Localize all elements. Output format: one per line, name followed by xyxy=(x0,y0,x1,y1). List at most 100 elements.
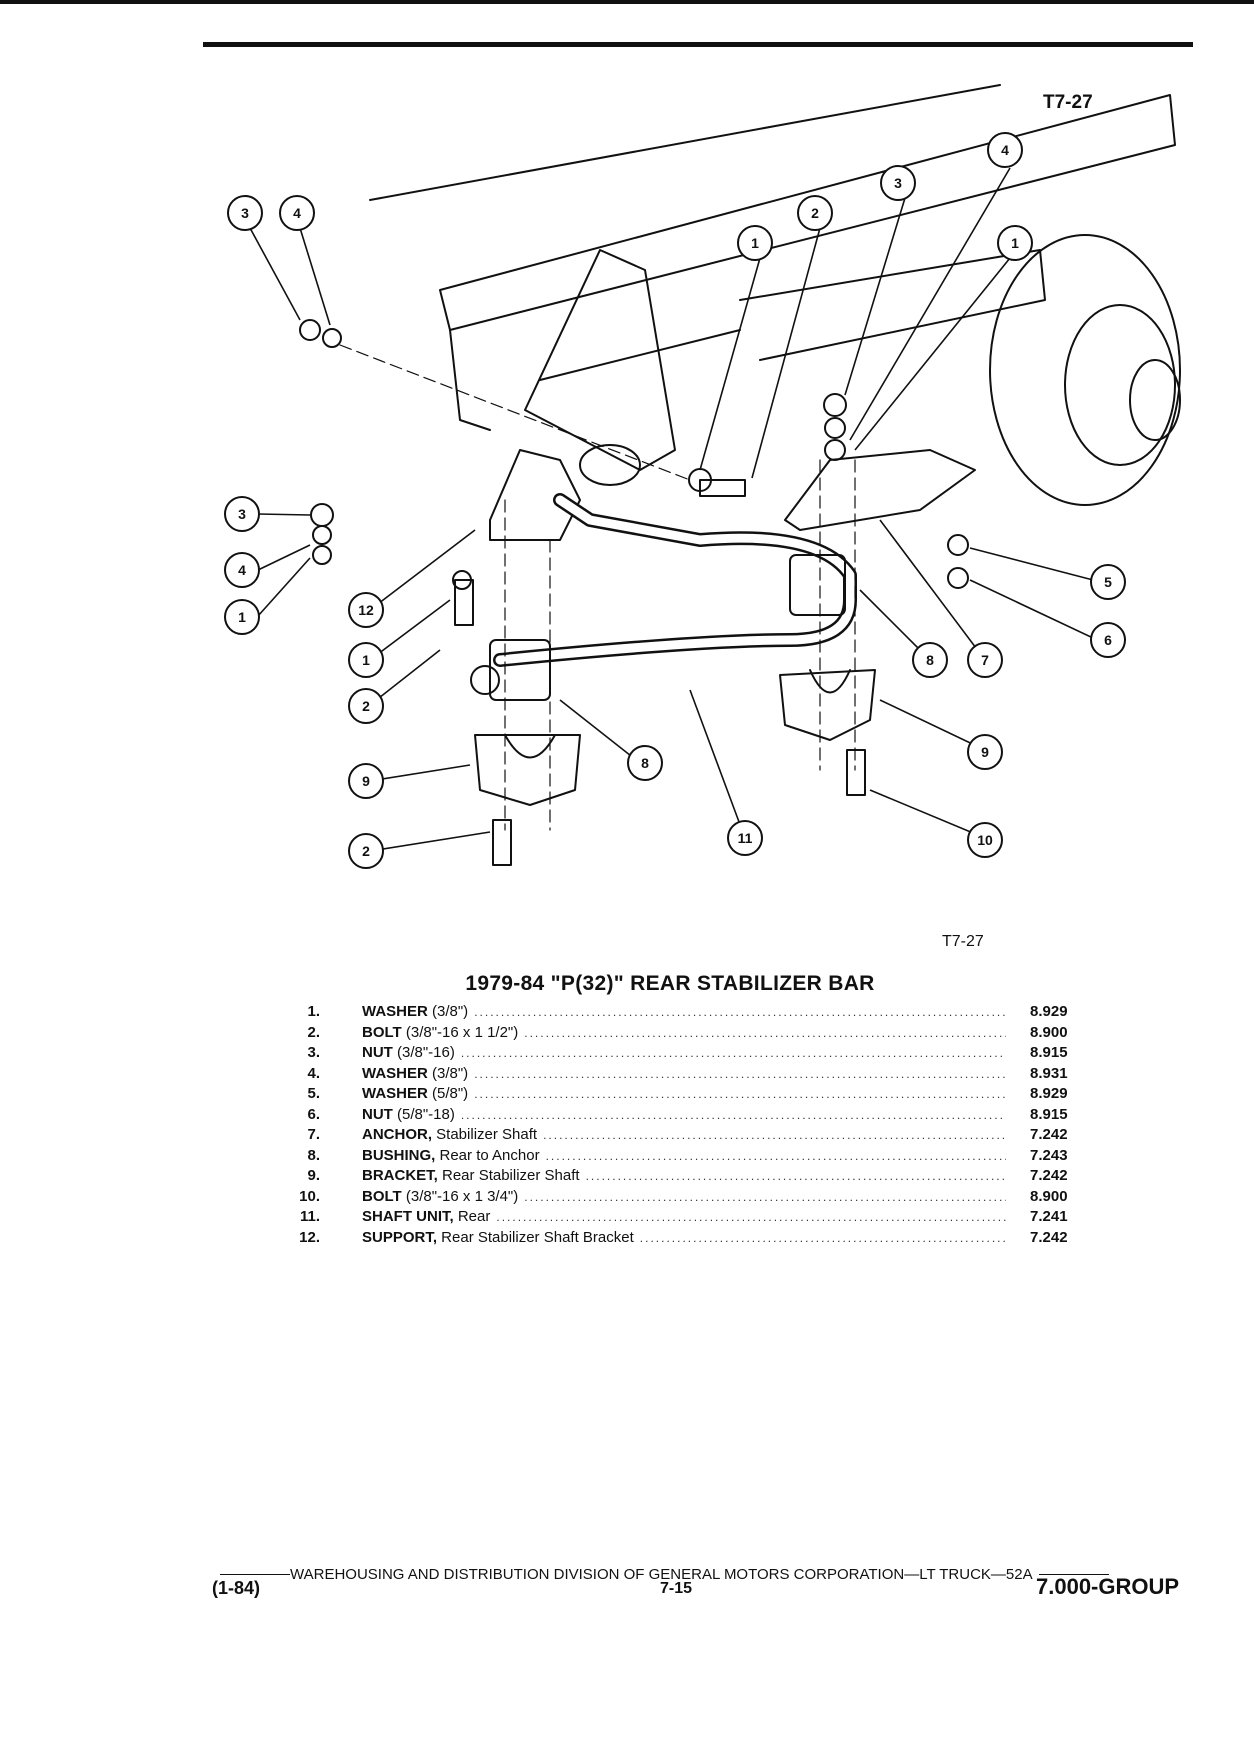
dot-leader xyxy=(543,1126,1006,1146)
item-spec: (3/8"-16) xyxy=(392,1044,455,1061)
parts-row: 2.BOLT (3/8"-16 x 1 1/2")8.900 xyxy=(290,1023,1090,1044)
group-number: 7.242 xyxy=(1030,1228,1068,1246)
item-name: WASHER xyxy=(362,1064,428,1082)
figure-code-top: T7-27 xyxy=(1043,92,1093,113)
item-spec: Stabilizer Shaft xyxy=(432,1126,538,1143)
bolt-lower-right xyxy=(846,749,866,796)
footer-division-text: WAREHOUSING AND DISTRIBUTION DIVISION OF… xyxy=(290,1566,1033,1583)
callout-9: 9 xyxy=(362,773,370,789)
group-number: 8.931 xyxy=(1030,1064,1068,1082)
exploded-parts-illustration: 3 4 1 2 3 4 1 3 4 1 12 1 2 9 2 5 6 8 7 8… xyxy=(224,84,1181,869)
callout-3: 3 xyxy=(241,205,249,221)
item-name: BOLT xyxy=(362,1187,402,1205)
item-number: 6. xyxy=(307,1105,320,1123)
dot-leader xyxy=(640,1229,1006,1249)
item-name: SUPPORT, xyxy=(362,1228,438,1246)
parts-row: 10. BOLT (3/8"-16 x 1 3/4") 8.900 xyxy=(290,1187,1090,1208)
item-name: WASHER xyxy=(362,1085,428,1102)
item-number: 9. xyxy=(307,1167,320,1184)
footer-date: (1-84) xyxy=(212,1578,261,1598)
parts-list: 1.WASHER (3/8")8.929 2.BOLT (3/8"-16 x 1… xyxy=(290,1002,1090,1248)
callout-9: 9 xyxy=(981,744,989,760)
support-bracket xyxy=(489,449,581,541)
group-number: 8.915 xyxy=(1030,1044,1068,1061)
parts-row: 5. WASHER (5/8") 8.929 xyxy=(290,1084,1090,1105)
callout-2: 2 xyxy=(362,843,370,859)
parts-list-title: 1979-84 "P(32)" REAR STABILIZER BAR xyxy=(465,972,875,995)
item-spec: (3/8"-16 x 1 3/4") xyxy=(401,1187,519,1205)
parts-row: 1.WASHER (3/8")8.929 xyxy=(290,1002,1090,1023)
bracket-left xyxy=(474,734,581,806)
item-number: 7. xyxy=(307,1126,320,1143)
item-spec: (5/8") xyxy=(427,1085,469,1102)
parts-row: 8.BUSHING, Rear to Anchor7.243 xyxy=(290,1146,1090,1167)
callout-1: 1 xyxy=(238,609,246,625)
callout-4: 4 xyxy=(293,205,301,221)
callout-2: 2 xyxy=(362,698,370,714)
group-number: 8.915 xyxy=(1030,1105,1068,1123)
dot-leader xyxy=(474,1065,1006,1085)
callout-1: 1 xyxy=(1011,235,1019,251)
item-spec: (3/8") xyxy=(427,1064,469,1082)
item-name: BRACKET, xyxy=(362,1167,438,1184)
parts-row: 3.NUT (3/8"-16)8.915 xyxy=(290,1043,1090,1064)
group-number: 8.929 xyxy=(1030,1003,1068,1020)
callout-5: 5 xyxy=(1104,574,1112,590)
figure-code-bottom: T7-27 xyxy=(942,933,984,950)
item-spec: Rear Stabilizer Shaft Bracket xyxy=(437,1228,634,1246)
dot-leader xyxy=(461,1106,1006,1126)
item-number: 10. xyxy=(299,1187,320,1205)
dot-leader xyxy=(496,1208,1006,1228)
item-number: 4. xyxy=(307,1064,320,1082)
item-name: BOLT xyxy=(362,1023,402,1041)
item-name: SHAFT UNIT, xyxy=(362,1208,454,1225)
dot-leader xyxy=(461,1044,1006,1064)
anchor-plate xyxy=(784,449,976,531)
dot-leader xyxy=(474,1085,1006,1105)
group-number: 7.242 xyxy=(1030,1126,1068,1143)
axle-housing xyxy=(739,249,1046,361)
bracket-right xyxy=(779,669,876,741)
item-number: 5. xyxy=(307,1085,320,1102)
footer-group: 7.000-GROUP xyxy=(1036,1574,1180,1599)
item-number: 8. xyxy=(307,1146,320,1164)
item-spec: Rear xyxy=(453,1208,491,1225)
bushing-right xyxy=(789,554,846,616)
callout-4: 4 xyxy=(1001,142,1009,158)
callout-3: 3 xyxy=(238,506,246,522)
callout-3: 3 xyxy=(894,175,902,191)
callout-8: 8 xyxy=(926,652,934,668)
item-number: 12. xyxy=(299,1228,320,1246)
item-number: 2. xyxy=(307,1023,320,1041)
parts-row: 4. WASHER (3/8") 8.931 xyxy=(290,1064,1090,1085)
top-page-border xyxy=(0,0,1254,4)
callout-1: 1 xyxy=(362,652,370,668)
shock-absorber xyxy=(524,249,676,471)
item-spec: Rear Stabilizer Shaft xyxy=(437,1167,580,1184)
item-name: WASHER xyxy=(362,1003,428,1020)
item-name: BUSHING, xyxy=(362,1146,436,1164)
brake-drum xyxy=(989,234,1181,506)
group-number: 8.900 xyxy=(1030,1023,1068,1041)
item-number: 11. xyxy=(299,1208,320,1225)
callout-2: 2 xyxy=(811,205,819,221)
group-number: 8.900 xyxy=(1030,1187,1068,1205)
group-number: 8.929 xyxy=(1030,1085,1068,1102)
item-name: ANCHOR, xyxy=(362,1126,432,1143)
callout-7: 7 xyxy=(981,652,989,668)
item-spec: (3/8") xyxy=(427,1003,469,1020)
item-spec: (5/8"-18) xyxy=(392,1105,455,1123)
dot-leader xyxy=(524,1024,1006,1044)
callout-8: 8 xyxy=(641,755,649,771)
group-number: 7.241 xyxy=(1030,1208,1068,1225)
item-name: NUT xyxy=(362,1044,393,1061)
parts-row: 12. SUPPORT, Rear Stabilizer Shaft Bracke… xyxy=(290,1228,1090,1249)
item-name: NUT xyxy=(362,1105,393,1123)
callout-11: 11 xyxy=(738,830,753,846)
bolt-lower-left xyxy=(492,819,512,866)
dot-leader xyxy=(524,1188,1006,1208)
callout-6: 6 xyxy=(1104,632,1112,648)
footer-division-line: WAREHOUSING AND DISTRIBUTION DIVISION OF… xyxy=(220,1566,1175,1583)
dot-leader xyxy=(474,1003,1006,1023)
parts-row: 6. NUT (5/8"-18) 8.915 xyxy=(290,1105,1090,1126)
